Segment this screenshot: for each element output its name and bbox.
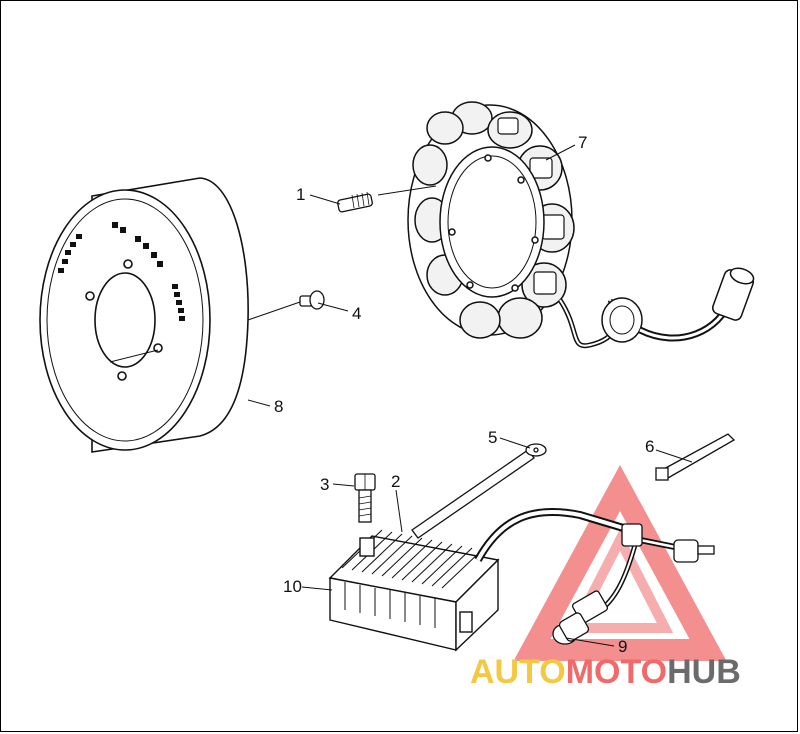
regulator-cables: [474, 508, 691, 615]
callout-10: 10: [283, 577, 302, 596]
stud: [337, 191, 373, 213]
cable-strap: [655, 433, 736, 481]
callout-3: 3: [320, 475, 329, 494]
callout-7: 7: [578, 133, 587, 152]
leader-lines: [247, 144, 693, 647]
callout-2: 2: [391, 472, 400, 491]
watermark-hub: HUB: [667, 653, 741, 691]
connector: [552, 523, 715, 645]
bolt: [354, 473, 376, 523]
svg-text:AUTOMOTOHUB: AUTOMOTOHUB: [470, 653, 741, 691]
rotor-flywheel: [39, 177, 249, 453]
callout-4: 4: [352, 304, 361, 323]
ground-strap: [411, 443, 547, 539]
voltage-regulator: [328, 529, 500, 652]
watermark-logo-text: AUTOMOTOHUB: [470, 653, 741, 691]
watermark-logo-triangle: [513, 464, 727, 661]
watermark-moto: MOTO: [566, 653, 667, 691]
watermark-auto: AUTO: [470, 653, 566, 691]
callout-6: 6: [645, 437, 654, 456]
callout-8: 8: [274, 397, 283, 416]
callout-5: 5: [488, 428, 497, 447]
callout-9: 9: [618, 637, 627, 656]
screw: [299, 290, 325, 310]
callout-1: 1: [296, 185, 305, 204]
